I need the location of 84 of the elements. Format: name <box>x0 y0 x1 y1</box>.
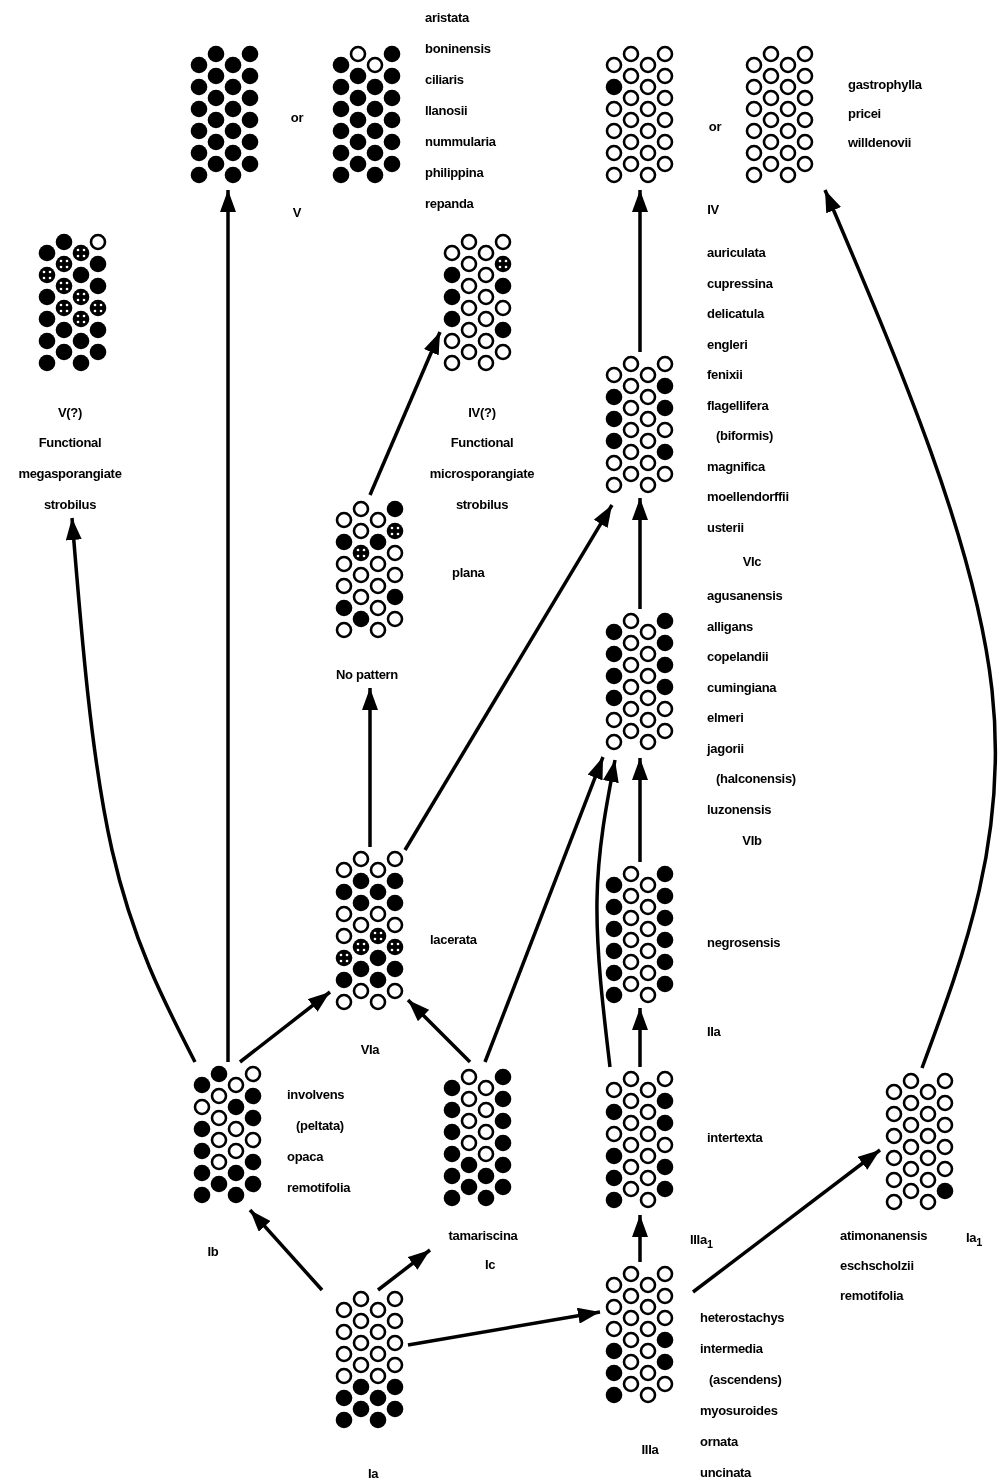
species-name: (biformis) <box>716 428 773 444</box>
arrow <box>248 1208 324 1292</box>
text-label: VIc <box>742 554 762 570</box>
pattern-label: IIIa$_{1}$ <box>690 1232 713 1252</box>
species-name: moellendorffii <box>707 489 789 505</box>
description: Functional microsporangiate strobilus <box>428 434 536 514</box>
arrow <box>691 1148 882 1294</box>
species-name: ciliaris <box>425 72 464 88</box>
arrow <box>238 990 332 1064</box>
arrow <box>368 331 442 496</box>
species-name: flagellifera <box>707 397 769 414</box>
pattern-label: Ia <box>367 1466 379 1482</box>
species-name: (peltata) <box>296 1118 344 1134</box>
species-name: intermedia <box>700 1341 763 1357</box>
species-name: elmeri <box>707 710 744 726</box>
pattern-label: VIa <box>360 1042 380 1058</box>
species-name: auriculata <box>707 245 766 261</box>
species-name: gastrophylla <box>848 77 922 93</box>
species-name: llanosii <box>425 103 468 119</box>
pattern-label: IV(?) <box>468 405 496 421</box>
species-name: aristata <box>425 10 469 26</box>
species-name: negrosensis <box>707 935 781 951</box>
species-name: pricei <box>848 106 881 122</box>
pattern-label: Ia$_{1}$ <box>966 1230 982 1250</box>
species-name: repanda <box>425 196 474 212</box>
pattern-label: Ic <box>484 1257 496 1273</box>
species-name: luzonensis <box>707 801 772 818</box>
pattern-label: IIa <box>707 1024 721 1040</box>
species-name: (halconensis) <box>716 771 796 787</box>
text-label: IV <box>707 202 719 218</box>
arrow <box>65 517 197 1063</box>
species-name: remotifolia <box>287 1180 351 1196</box>
species-name: magnifica <box>707 458 765 475</box>
species-name: engleri <box>707 336 748 353</box>
pattern-label: IIIa <box>641 1442 659 1458</box>
arrow <box>403 504 614 851</box>
species-name: opaca <box>287 1149 324 1165</box>
arrow <box>362 688 378 847</box>
species-name: tamariscina <box>448 1228 518 1244</box>
species-name: intertexta <box>707 1130 763 1146</box>
pattern-label: No pattern <box>336 667 398 683</box>
arrow <box>632 498 648 609</box>
arrow <box>595 759 619 1068</box>
species-name: ornata <box>700 1434 738 1450</box>
species-name: uncinata <box>700 1465 752 1481</box>
arrow <box>823 189 998 1069</box>
species-name: agusanensis <box>707 588 783 604</box>
arrow <box>632 1215 648 1262</box>
species-name: eschscholzii <box>840 1258 914 1274</box>
text-label: or <box>290 110 304 126</box>
species-name: cupressina <box>707 275 773 292</box>
arrow <box>483 756 605 1063</box>
species-name: usterii <box>707 519 744 536</box>
arrow <box>220 190 236 1062</box>
species-name: remotifolia <box>840 1288 904 1304</box>
species-name: lacerata <box>430 932 477 948</box>
arrow <box>632 190 648 352</box>
species-name: myosuroides <box>700 1403 778 1419</box>
species-name: copelandii <box>707 649 769 665</box>
species-name: jagorii <box>707 740 744 757</box>
arrow <box>406 998 472 1064</box>
species-name: plana <box>452 565 485 581</box>
species-name: atimonanensis <box>840 1228 928 1244</box>
pattern-label: V(?) <box>57 405 83 421</box>
species-name: alligans <box>707 618 753 635</box>
species-name: involvens <box>287 1087 345 1103</box>
species-name: delicatula <box>707 306 764 322</box>
arrow <box>632 758 648 862</box>
species-name: heterostachys <box>700 1310 785 1326</box>
species-name: philippina <box>425 165 484 181</box>
text-label: or <box>708 119 722 135</box>
species-name: willdenovii <box>848 135 912 151</box>
species-name: fenixii <box>707 367 743 383</box>
arrow <box>407 1307 601 1347</box>
species-name: boninensis <box>425 41 491 57</box>
species-name: (ascendens) <box>709 1372 782 1388</box>
species-name: nummularia <box>425 134 496 150</box>
arrow <box>632 1008 648 1067</box>
arrow <box>376 1248 432 1292</box>
text-label: VIb <box>742 833 762 849</box>
text-label: V <box>292 205 302 221</box>
pattern-label: Ib <box>207 1244 219 1260</box>
description: Functional megasporangiate strobilus <box>17 434 123 514</box>
species-name: cumingiana <box>707 679 777 696</box>
